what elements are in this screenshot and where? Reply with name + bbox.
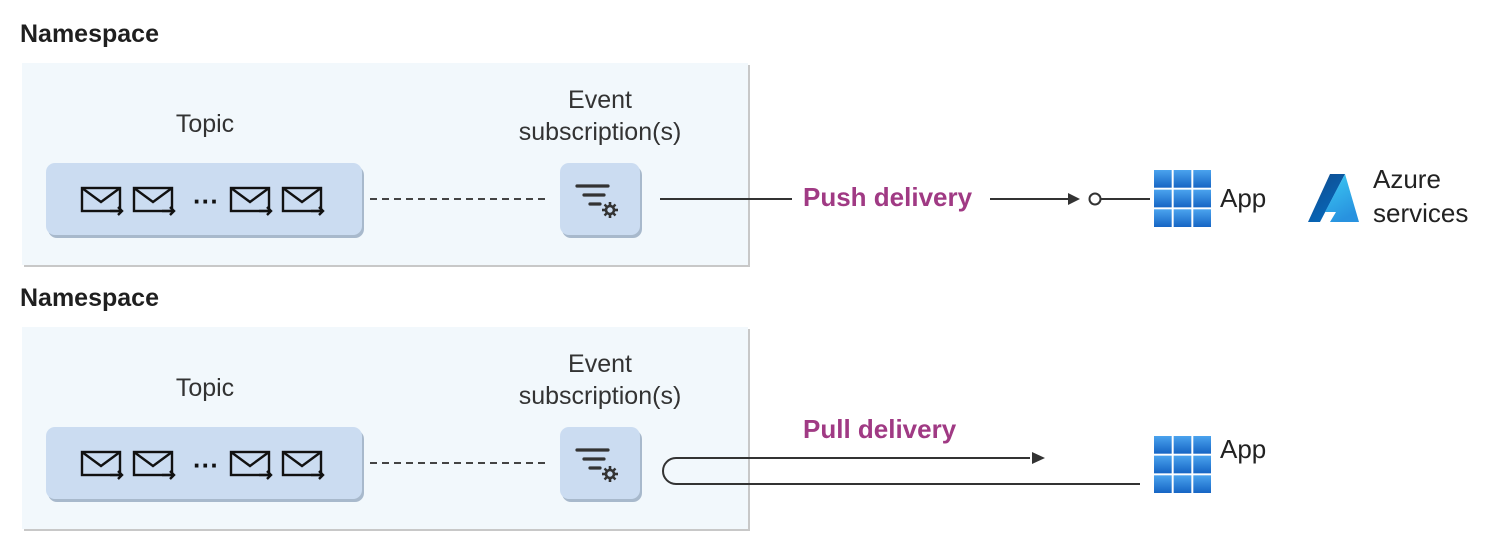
event-subscription-label-line1: Event: [568, 86, 632, 114]
filter-gear-icon: [575, 448, 620, 484]
topic-messages: ···: [80, 186, 325, 217]
pull-delivery-diagram: Namespace Topic Event subscription(s) Pu…: [0, 264, 1489, 534]
app-grid-icon: [1154, 170, 1211, 227]
envelope-arrow-icon: [132, 186, 176, 217]
azure-services-label-line2: services: [1373, 198, 1469, 228]
pull-delivery-label: Pull delivery: [803, 414, 957, 444]
event-subscription-label: Event subscription(s): [490, 84, 710, 148]
envelope-arrow-icon: [132, 450, 176, 481]
event-subscription-label: Event subscription(s): [490, 348, 710, 412]
ellipsis-icon: ···: [193, 450, 219, 480]
ellipsis-icon: ···: [193, 186, 219, 216]
subscription-box: [560, 427, 640, 499]
azure-logo-icon: [1308, 174, 1359, 222]
subscription-box: [560, 163, 640, 235]
envelope-arrow-icon: [80, 450, 124, 481]
topic-label: Topic: [175, 374, 235, 402]
envelope-arrow-icon: [281, 450, 325, 481]
azure-services-label-line1: Azure: [1373, 164, 1441, 194]
app-label: App: [1220, 183, 1267, 213]
envelope-arrow-icon: [80, 186, 124, 217]
topic-messages: ···: [80, 450, 325, 481]
topic-label: Topic: [175, 110, 235, 138]
push-delivery-label: Push delivery: [803, 182, 973, 212]
app-label: App: [1220, 434, 1267, 464]
push-delivery-diagram: Namespace Topic Event subscription(s) Pu…: [0, 0, 1489, 270]
namespace-label: Namespace: [20, 20, 159, 48]
pull-arrowhead: [1032, 452, 1045, 464]
azure-services-label: Azure services: [1373, 162, 1468, 230]
event-subscription-label-line1: Event: [568, 350, 632, 378]
event-subscription-label-line2: subscription(s): [518, 382, 682, 410]
push-arrowhead: [1068, 193, 1080, 205]
envelope-arrow-icon: [281, 186, 325, 217]
envelope-arrow-icon: [229, 186, 273, 217]
event-subscription-label-line2: subscription(s): [518, 118, 682, 146]
endpoint-circle: [1088, 192, 1102, 206]
filter-gear-icon: [575, 184, 620, 220]
pull-loop-line: [662, 457, 1140, 485]
namespace-label: Namespace: [20, 284, 159, 312]
app-grid-icon: [1154, 436, 1211, 493]
envelope-arrow-icon: [229, 450, 273, 481]
